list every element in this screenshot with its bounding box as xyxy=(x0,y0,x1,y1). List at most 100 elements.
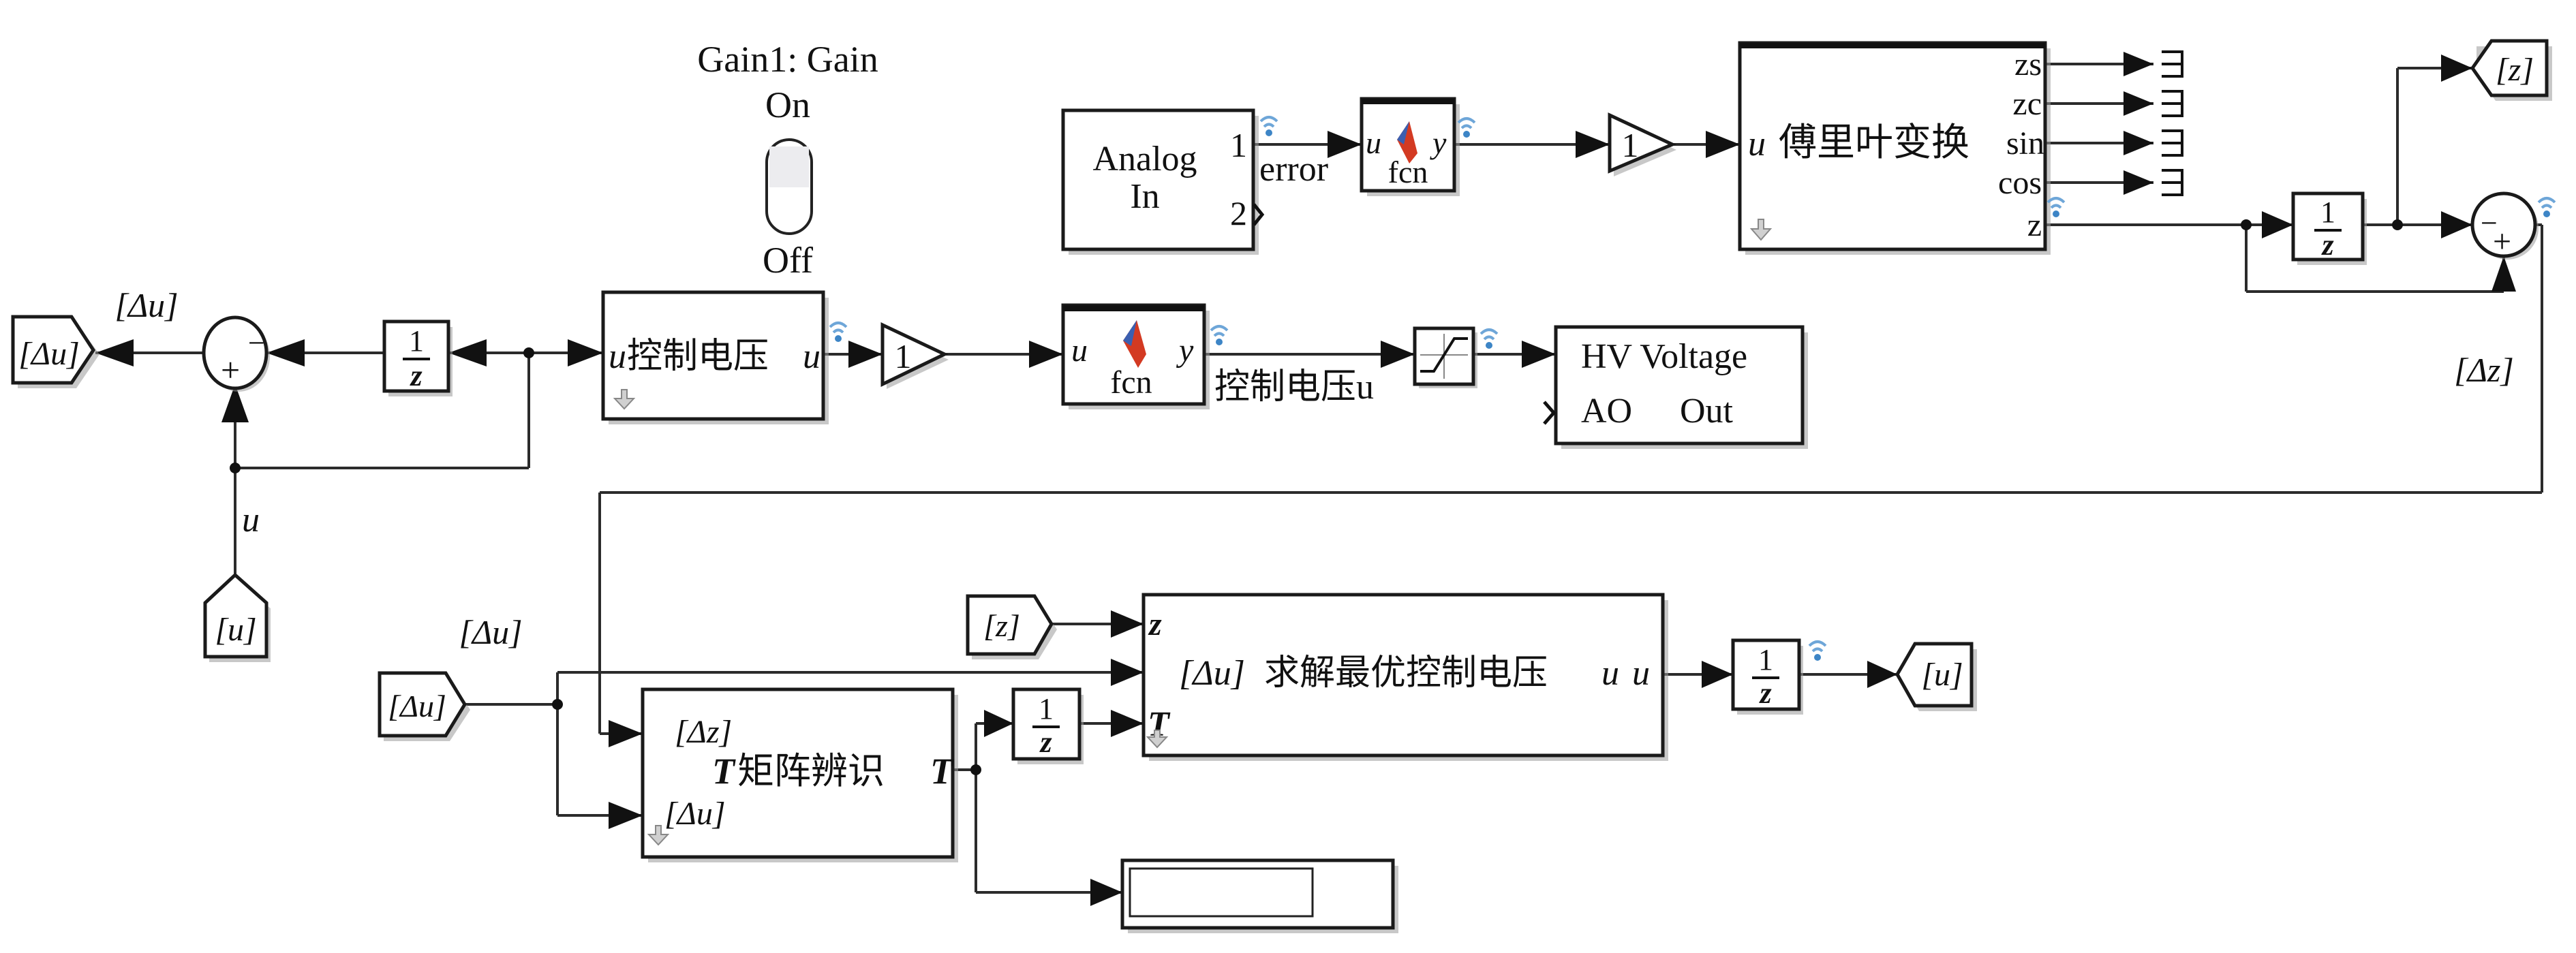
arrowhead xyxy=(1090,879,1122,906)
delay-numerator: 1 xyxy=(1758,643,1773,676)
unit-delay-t[interactable]: 1 z xyxy=(1011,687,1084,764)
analog-input-block[interactable]: Analog In 1 2 xyxy=(1061,108,1265,255)
error-signal-label: error xyxy=(1259,150,1328,189)
matlab-function-block-2[interactable]: u y fcn xyxy=(1061,303,1210,409)
arrowhead xyxy=(2262,211,2293,238)
t-matrix-identification-subsystem[interactable]: [Δz] T 矩阵辨识 T [Δu] xyxy=(641,687,958,862)
from-delta-u-block[interactable]: [Δu] xyxy=(378,671,470,741)
optimal-title: 求解最优控制电压 xyxy=(1264,654,1548,693)
junction-dot xyxy=(2392,219,2403,230)
trigger-port-icon xyxy=(1543,401,1557,425)
optimal-control-voltage-subsystem[interactable]: z [Δu] 求解最优控制电压 u u T xyxy=(1141,593,1668,761)
signal-wifi-icon xyxy=(1808,640,1827,661)
gain-top-block[interactable]: 1 xyxy=(1608,112,1677,176)
delay-numerator: 1 xyxy=(2320,196,2335,229)
fcn-output-port: y xyxy=(1430,125,1447,160)
delta-z-signal-label: [Δz] xyxy=(2454,351,2514,389)
arrowhead xyxy=(2123,170,2153,195)
subsystem-output-port: u xyxy=(803,337,821,376)
arrowhead xyxy=(2123,91,2153,116)
arrowhead xyxy=(1867,661,1897,688)
arrowhead xyxy=(221,384,249,422)
control-voltage-signal-label: 控制电压u xyxy=(1214,368,1374,407)
saturation-block[interactable] xyxy=(1413,326,1477,388)
sum-minus-sign: − xyxy=(2481,206,2498,240)
control-voltage-subsystem[interactable]: u 控制电压 u xyxy=(601,290,829,424)
analog-in-port-2: 2 xyxy=(1230,194,1247,232)
arrowhead xyxy=(2491,256,2516,292)
arrowhead xyxy=(1381,341,1415,368)
delay-denominator: z xyxy=(2320,228,2333,262)
delay-numerator: 1 xyxy=(1039,692,1054,725)
t-matrix-output: T xyxy=(930,751,954,792)
goto-delta-u-label: [Δu] xyxy=(114,286,178,324)
terminator-cos[interactable] xyxy=(2162,169,2183,196)
goto-z-block[interactable]: [z] xyxy=(2470,39,2552,101)
sum-right-block[interactable]: − + xyxy=(2470,191,2539,260)
matlab-function-block-1[interactable]: u y fcn xyxy=(1360,97,1460,196)
goto-tag: [Δu] xyxy=(18,336,80,372)
down-arrow-icon xyxy=(613,389,636,410)
t-matrix-title: 矩阵辨识 xyxy=(737,751,885,792)
unit-delay-out[interactable]: 1 z xyxy=(1731,638,1803,715)
from-tag: [z] xyxy=(983,608,1020,643)
t-matrix-input-delta-u: [Δu] xyxy=(664,796,726,832)
terminator-sin[interactable] xyxy=(2162,129,2183,157)
goto-delta-u-block[interactable]: [Δu] xyxy=(11,315,99,388)
arrowhead xyxy=(2441,54,2472,82)
arrowhead xyxy=(1576,131,1610,158)
fourier-title: 傅里叶变换 xyxy=(1779,122,1969,164)
delay-denominator: z xyxy=(1039,725,1052,759)
arrowhead xyxy=(848,341,883,368)
toggle-title: Gain1: Gain xyxy=(697,39,878,80)
fcn-input-port: u xyxy=(1366,125,1381,160)
fourier-output-z: z xyxy=(2027,207,2042,243)
display-value-field xyxy=(1129,867,1314,918)
from-tag: [Δu] xyxy=(388,689,446,723)
junction-dot xyxy=(2241,219,2252,230)
goto-u-block[interactable]: [u] xyxy=(1895,642,1977,711)
fourier-output-cos: cos xyxy=(1998,165,2042,201)
junction-dot xyxy=(552,699,563,710)
optimal-input-z: z xyxy=(1148,606,1162,642)
t-matrix-input-delta-z: [Δz] xyxy=(675,714,732,750)
goto-tag: [z] xyxy=(2496,52,2534,88)
arrowhead xyxy=(609,802,643,829)
gain-value: 1 xyxy=(895,337,912,375)
output-port-icon xyxy=(1253,203,1265,226)
junction-dot xyxy=(230,463,241,473)
arrowhead xyxy=(266,339,305,366)
sum-plus-sign: + xyxy=(2493,223,2511,260)
fcn-output-port: y xyxy=(1176,332,1194,369)
display-block[interactable] xyxy=(1120,858,1398,933)
arrowhead xyxy=(2123,131,2153,155)
unit-delay-left[interactable]: 1 z xyxy=(382,319,453,396)
junction-dot xyxy=(523,347,534,358)
u-signal-label: u xyxy=(242,501,260,540)
optimal-input-delta-u: [Δu] xyxy=(1179,654,1245,693)
subsystem-title: 控制电压 xyxy=(627,337,769,376)
fourier-transform-subsystem[interactable]: u 傅里叶变换 zs zc sin cos z xyxy=(1738,41,2051,255)
from-delta-u-label: [Δu] xyxy=(459,613,522,651)
arrowhead xyxy=(1702,661,1733,688)
fcn-name: fcn xyxy=(1388,155,1428,189)
terminator-zs[interactable] xyxy=(2162,50,2183,78)
hv-block-label: Out xyxy=(1680,392,1734,431)
from-u-block[interactable]: [u] xyxy=(203,572,271,662)
gain1-toggle-switch[interactable]: Gain1: Gain On Off xyxy=(697,39,878,281)
analog-in-line1: Analog xyxy=(1092,140,1197,178)
gain-mid-block[interactable]: 1 xyxy=(880,322,949,389)
analog-in-port-1: 1 xyxy=(1230,126,1247,164)
matlab-logo-icon xyxy=(1397,121,1417,163)
unit-delay-right[interactable]: 1 z xyxy=(2291,191,2367,265)
fourier-output-zc: zc xyxy=(2012,86,2042,122)
arrowhead xyxy=(2123,52,2153,76)
signal-wifi-icon xyxy=(2537,197,2556,217)
from-z-block[interactable]: [z] xyxy=(966,594,1057,659)
arrowhead xyxy=(1328,131,1362,158)
sum-left-block[interactable]: − + xyxy=(202,315,270,392)
optimal-output-u: u xyxy=(1632,654,1650,693)
hv-voltage-output-block[interactable]: HV Voltage AO Out xyxy=(1543,325,1808,449)
terminator-zc[interactable] xyxy=(2162,90,2183,117)
